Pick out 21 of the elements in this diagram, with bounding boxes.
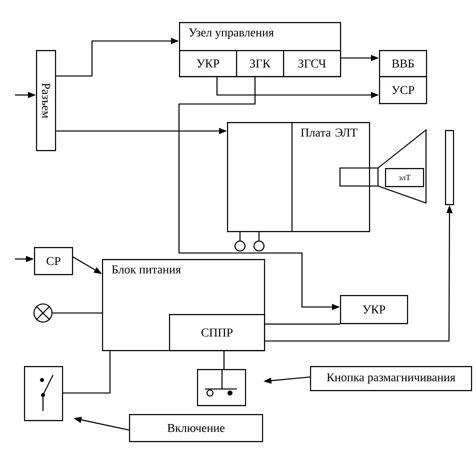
module-box: ВВБ: [379, 50, 428, 78]
module-box: СР: [34, 247, 74, 276]
module-cell: СППР: [169, 314, 266, 352]
module-box: УКР: [340, 295, 408, 324]
screen-box: [445, 130, 454, 206]
tube-label-box: элТ: [385, 168, 424, 188]
lamp-symbol: [33, 303, 53, 323]
button-box: [197, 368, 246, 406]
connector-line: [63, 351, 111, 394]
connector-line: [223, 351, 225, 369]
connector-line: [52, 312, 102, 314]
module-box: УСР: [379, 76, 428, 104]
connector-line: [265, 324, 340, 325]
module-cell: ЗГСЧ: [283, 50, 342, 78]
board-box: Плата ЭЛТ: [227, 122, 370, 232]
module-cell: УКР: [179, 50, 238, 78]
callout-box: Включение: [129, 414, 264, 442]
module-cell: ЗГК: [236, 50, 284, 78]
callout-box: Кнопка размагничивания: [310, 366, 472, 392]
connector-block: Разъем: [36, 50, 56, 152]
switch-box: [24, 366, 64, 422]
